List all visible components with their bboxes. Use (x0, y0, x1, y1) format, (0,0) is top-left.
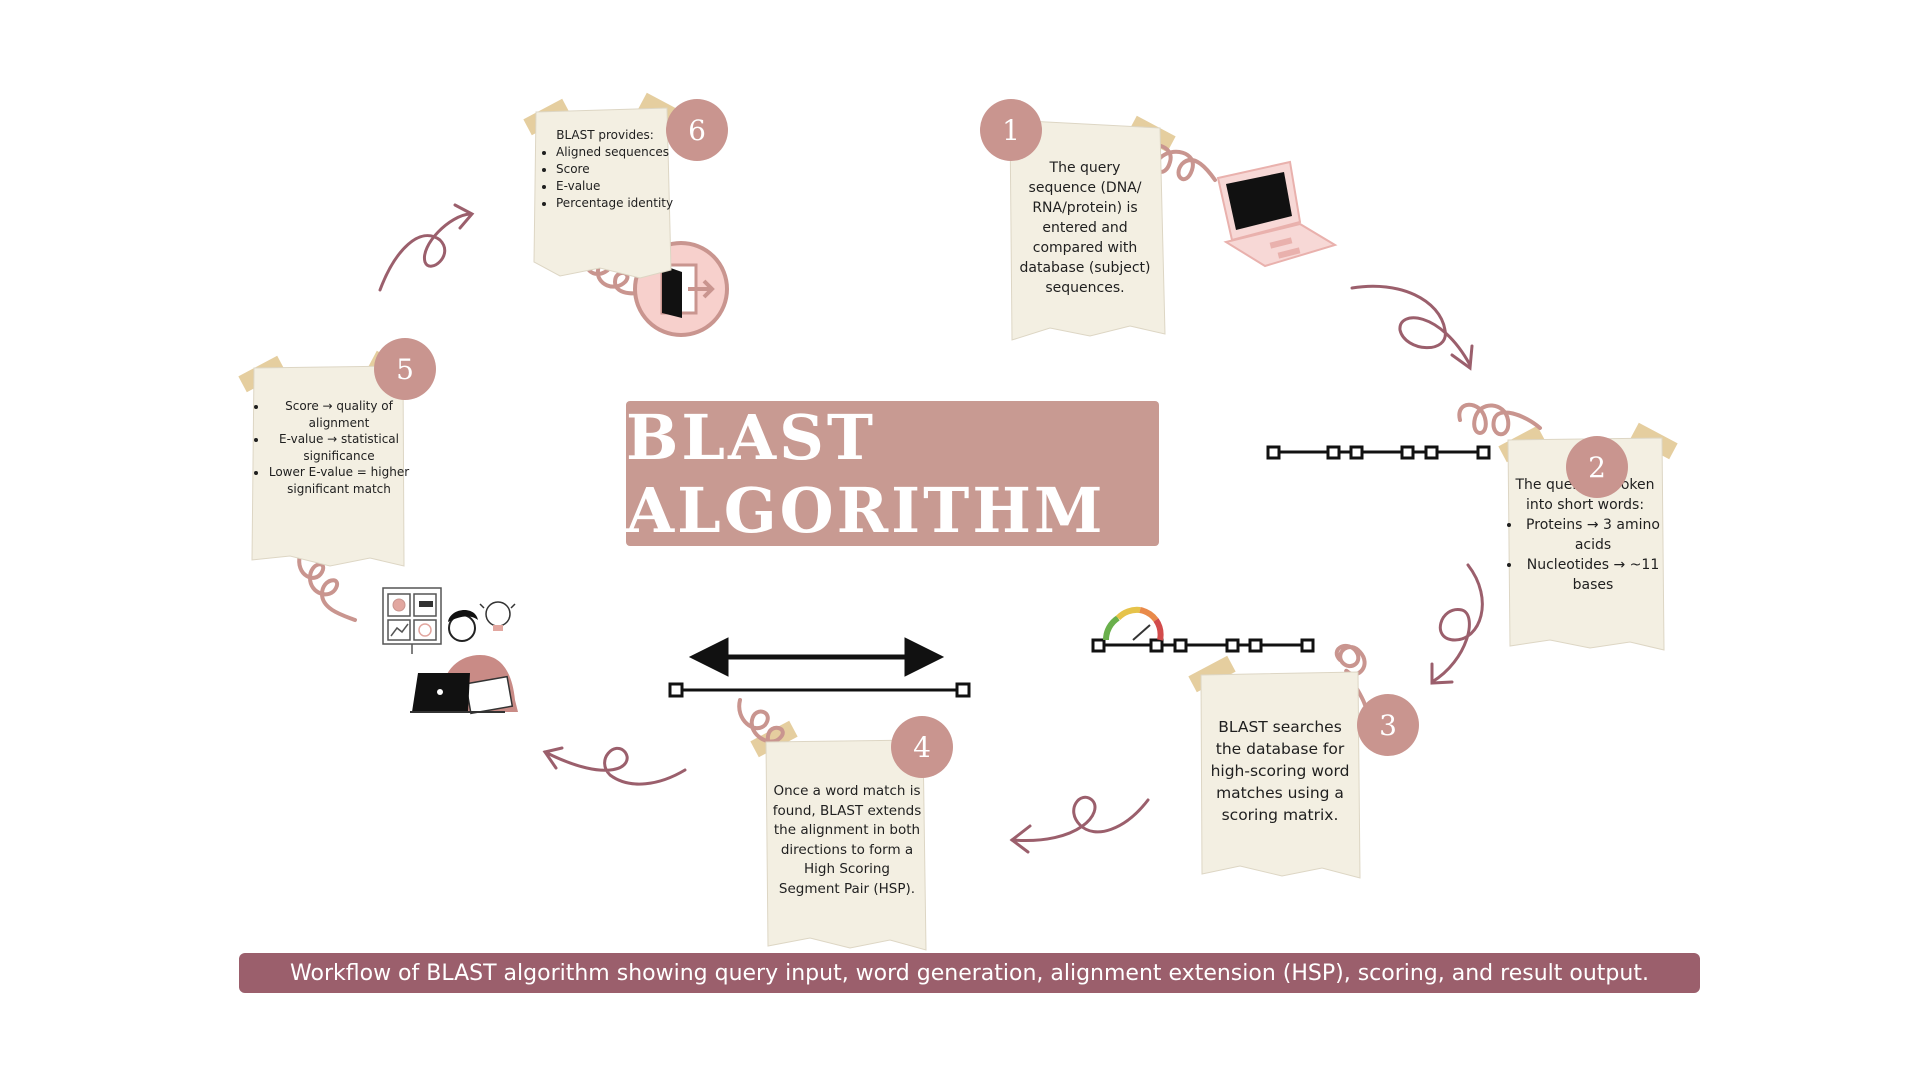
arrow-3-to-4 (1010, 796, 1150, 842)
step-5-item: Score → quality of alignment (268, 398, 410, 431)
step-5-list: Score → quality of alignment E-value → s… (252, 398, 410, 497)
arrow-5-to-6 (378, 212, 472, 292)
step-3-badge: 3 (1357, 694, 1419, 756)
step-2-item: Nucleotides → ~11 bases (1522, 555, 1664, 595)
arrow-4-to-5-head (542, 746, 564, 770)
chain-decor (668, 445, 1491, 698)
step-4-badge: 4 (891, 716, 953, 778)
step-1-badge: 1 (980, 99, 1042, 161)
step-5-item: E-value → statistical significance (268, 431, 410, 464)
step-6-item: Aligned sequences (556, 144, 680, 161)
speedometer-icon (1102, 606, 1164, 641)
double-arrow-icon (688, 637, 945, 677)
step-6-item: Score (556, 161, 680, 178)
laptop-icon (1216, 160, 1338, 268)
step-2-item: Proteins → 3 amino acids (1522, 515, 1664, 555)
arrow-4-to-5 (543, 746, 687, 786)
arrow-5-to-6-head (453, 203, 475, 230)
step-5-item: Lower E-value = higher significant match (268, 464, 410, 497)
lightbulb-icon (479, 601, 516, 631)
step-6-badge: 6 (666, 99, 728, 161)
arrow-1-to-2-head (1450, 344, 1474, 371)
gear-icon (392, 598, 406, 612)
arrow-1-to-2 (1350, 284, 1472, 367)
step-6-text: BLAST provides: Aligned sequences Score … (540, 127, 680, 212)
step-6-item: Percentage identity (556, 195, 680, 212)
step-6-list: Aligned sequences Score E-value Percenta… (540, 144, 680, 212)
flow-arrows (378, 203, 1484, 854)
step-2-list: Proteins → 3 amino acids Nucleotides → ~… (1506, 515, 1664, 595)
step-6-item: E-value (556, 178, 680, 195)
step-3-text: BLAST searches the database for high-sco… (1210, 718, 1350, 824)
caption-bar: Workflow of BLAST algorithm showing quer… (239, 953, 1700, 993)
step-5-badge: 5 (374, 338, 436, 400)
person-laptop-illustration (382, 587, 518, 715)
arrow-2-to-3-head (1430, 662, 1454, 685)
arrow-3-to-4-head (1009, 824, 1032, 854)
step-1-text: The query sequence (DNA/ RNA/protein) is… (1019, 160, 1151, 296)
step-2-badge: 2 (1566, 436, 1628, 498)
title-box: BLAST ALGORITHM (626, 400, 1159, 547)
step-4-text: Once a word match is found, BLAST extend… (772, 783, 922, 897)
arrow-2-to-3 (1430, 563, 1484, 684)
presentation-board (382, 587, 442, 654)
caption-text: Workflow of BLAST algorithm showing quer… (290, 960, 1649, 986)
step-5-text: Score → quality of alignment E-value → s… (252, 398, 410, 497)
step-6-intro: BLAST provides: (556, 128, 654, 142)
exit-door-icon (633, 241, 729, 337)
diagram-title: BLAST ALGORITHM (626, 400, 1106, 547)
